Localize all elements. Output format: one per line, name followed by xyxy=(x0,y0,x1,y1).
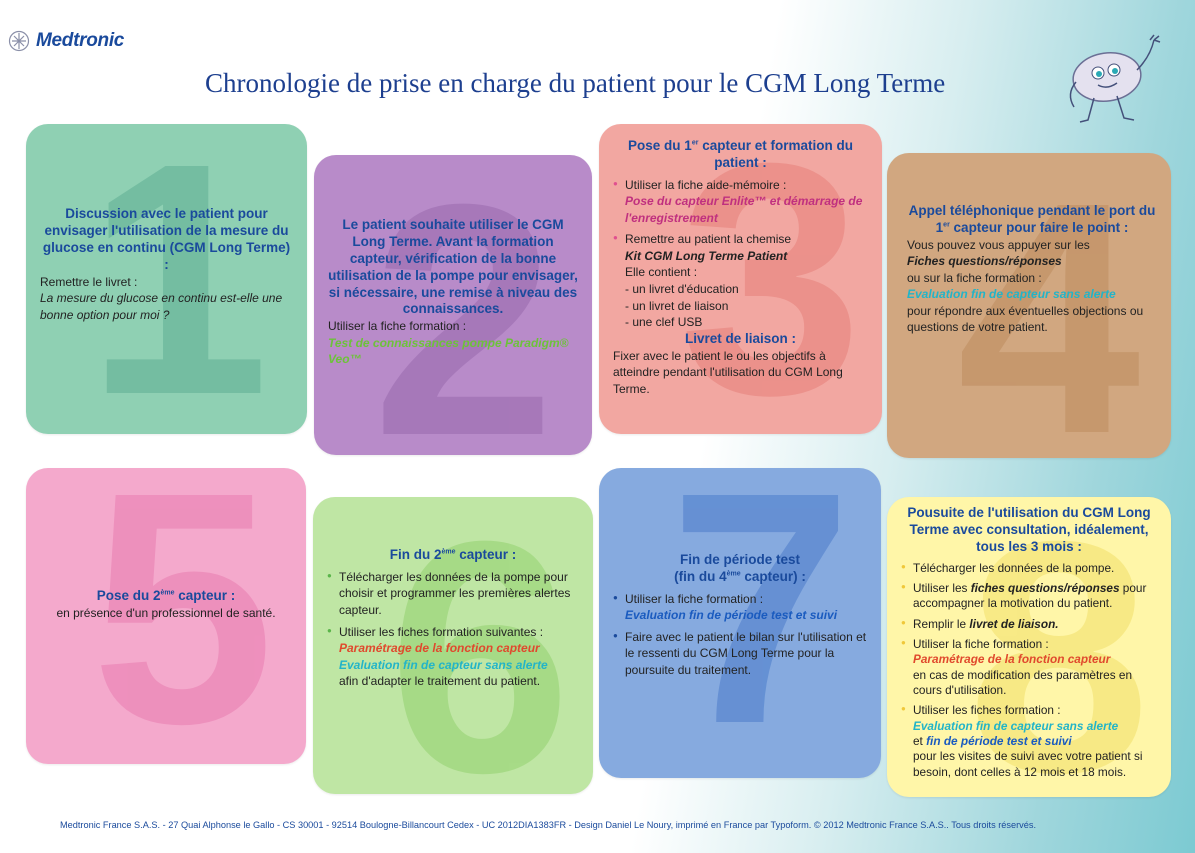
list-item: Remettre au patient la chemise Kit CGM L… xyxy=(613,231,868,330)
sensor-mascot-icon xyxy=(1069,34,1161,123)
step-text: Fixer avec le patient le ou les objectif… xyxy=(613,348,843,396)
sub-heading: Livret de liaison : xyxy=(684,330,797,346)
settings-sheet-link[interactable]: Paramétrage de la fonction capteur xyxy=(913,652,1111,667)
step-text: ou sur la fiche formation : xyxy=(907,270,1042,285)
step-number: 1 xyxy=(86,124,270,434)
list-item: Utiliser les fiches formation suivantes … xyxy=(327,624,579,674)
list-item: Remplir le livret de liaison. xyxy=(901,617,1157,632)
reminder-sheet-link[interactable]: Pose du capteur Enlite™ et démarrage de … xyxy=(625,194,863,225)
page-title: Chronologie de prise en charge du patien… xyxy=(205,68,946,98)
step-card-2: 2 Le patient souhaite utiliser le CGM Lo… xyxy=(314,155,592,455)
list-item: Utiliser les fiches questions/réponses p… xyxy=(901,581,1157,612)
faq-sheets-title: Fiches questions/réponses xyxy=(907,254,1062,269)
step-heading: Pose du 2ème capteur : xyxy=(96,588,236,603)
footer-legal: Medtronic France S.A.S. - 27 Quai Alphon… xyxy=(60,820,1037,830)
step-card-4: 4 Appel téléphonique pendant le port du … xyxy=(887,153,1171,458)
step-card-7: 7 Fin de période test(fin du 4ème capteu… xyxy=(599,468,881,778)
list-item: Utiliser la fiche aide-mémoire : Pose du… xyxy=(613,177,868,227)
test-period-sheet-link[interactable]: fin de période test et suivi xyxy=(926,733,1072,748)
training-sheet-link[interactable]: Test de connaissances pompe Paradigm® Ve… xyxy=(328,335,569,367)
list-item: Utiliser la fiche formation : Evaluation… xyxy=(613,591,867,624)
step-card-1: 1 Discussion avec le patient pour envisa… xyxy=(26,124,307,434)
step-number: 5 xyxy=(91,468,275,764)
step-card-3: 3 Pose du 1er capteur et formation du pa… xyxy=(599,124,882,434)
test-period-sheet-link[interactable]: Evaluation fin de période test et suivi xyxy=(625,608,838,623)
step-card-8: 8 Pousuite de l'utilisation du CGM Long … xyxy=(887,497,1171,797)
step-heading: Appel téléphonique pendant le port du 1e… xyxy=(908,203,1156,235)
step-text: Utiliser la fiche formation : xyxy=(328,319,467,334)
step-heading: Pose du 1er capteur et formation du pati… xyxy=(628,138,853,170)
step-text: afin d'adapter le traitement du patient. xyxy=(339,674,541,689)
medtronic-logo: Medtronic xyxy=(8,30,124,52)
step-heading: Fin du 2ème capteur : xyxy=(389,547,517,562)
step-text: pour répondre aux éventuelles objections… xyxy=(907,303,1144,335)
training-sheet-link[interactable]: Evaluation fin de capteur sans alerte xyxy=(907,287,1116,302)
evaluation-sheet-link[interactable]: Evaluation fin de capteur sans alerte xyxy=(913,718,1119,733)
step-text: Remettre le livret : xyxy=(40,274,138,289)
list-item: Faire avec le patient le bilan sur l'uti… xyxy=(613,629,867,679)
step-text: en présence d'un professionnel de santé. xyxy=(56,605,276,620)
list-item: Utiliser les fiches formation : Evaluati… xyxy=(901,703,1157,780)
step-number: 2 xyxy=(372,155,556,455)
step-heading: Discussion avec le patient pour envisage… xyxy=(42,206,291,272)
list-item: Télécharger les données de la pompe. xyxy=(901,561,1157,576)
step-heading: Le patient souhaite utiliser le CGM Long… xyxy=(328,217,578,317)
list-item: Utiliser la fiche formation : Paramétrag… xyxy=(901,637,1157,698)
step-heading: Pousuite de l'utilisation du CGM Long Te… xyxy=(907,505,1151,554)
step-card-6: 6 Fin du 2ème capteur : Télécharger les … xyxy=(313,497,593,794)
medtronic-emblem-icon xyxy=(8,30,30,52)
settings-sheet-link[interactable]: Paramétrage de la fonction capteur xyxy=(339,641,540,656)
brand-name: Medtronic xyxy=(36,30,125,51)
booklet-title: La mesure du glucose en continu est-elle… xyxy=(40,291,283,322)
step-text: Vous pouvez vous appuyer sur les xyxy=(907,237,1090,252)
step-heading: Fin de période test(fin du 4ème capteur)… xyxy=(674,552,806,584)
step-card-5: 5 Pose du 2ème capteur : en présence d'u… xyxy=(26,468,306,764)
list-item: Télécharger les données de la pompe pour… xyxy=(327,569,579,619)
evaluation-sheet-link[interactable]: Evaluation fin de capteur sans alerte xyxy=(339,657,548,672)
step-number: 4 xyxy=(957,153,1141,458)
